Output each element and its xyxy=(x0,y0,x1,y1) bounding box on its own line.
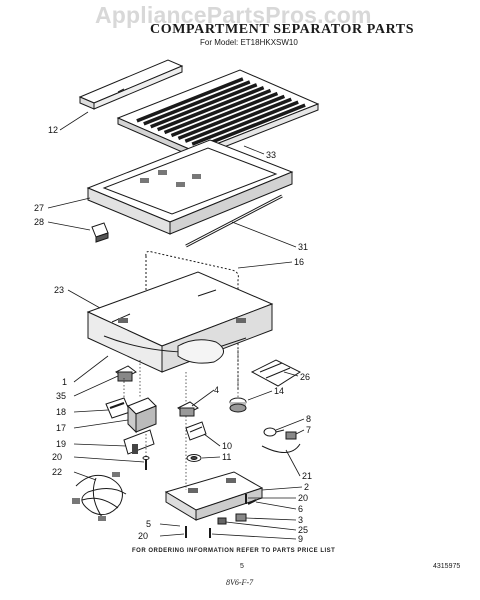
part-22-wire-harness xyxy=(72,472,127,521)
leader-lines xyxy=(47,111,305,540)
callout-1: 1 xyxy=(62,377,67,387)
part-7-socket xyxy=(261,431,301,453)
callout-28: 28 xyxy=(34,217,44,227)
callout-20a: 20 xyxy=(52,452,62,462)
document-number: 4315975 xyxy=(433,563,461,570)
callout-3: 3 xyxy=(298,515,303,525)
part-12-trim-strip xyxy=(78,59,184,110)
part-17-control-housing xyxy=(127,397,157,434)
part-31-rod xyxy=(185,194,283,248)
callout-23: 23 xyxy=(54,285,64,295)
handwritten-code: 8V6-F-7 xyxy=(226,578,254,587)
part-8-bulb xyxy=(263,427,285,437)
part-25-fastener xyxy=(217,517,227,525)
callout-27: 27 xyxy=(34,203,44,213)
callout-5: 5 xyxy=(146,519,151,529)
callout-9: 9 xyxy=(298,534,303,544)
part-14-cup xyxy=(229,397,247,413)
part-6-clip xyxy=(247,499,257,505)
callout-26: 26 xyxy=(300,372,310,382)
callout-2: 2 xyxy=(304,482,309,492)
grille-bar xyxy=(184,97,292,143)
callout-12: 12 xyxy=(48,125,58,135)
callout-14: 14 xyxy=(274,386,284,396)
callout-22: 22 xyxy=(52,467,62,477)
callout-35: 35 xyxy=(56,391,66,401)
part-23-separator-housing xyxy=(86,271,274,373)
part-35-knob xyxy=(115,365,137,382)
callout-8: 8 xyxy=(306,414,311,424)
part-18-switch xyxy=(105,397,131,419)
part-27-separator-frame xyxy=(86,139,294,235)
callout-19: 19 xyxy=(56,439,66,449)
grille-bar xyxy=(191,100,299,146)
callout-33: 33 xyxy=(266,150,276,160)
grille-bar xyxy=(177,94,286,140)
part-3-fitting xyxy=(235,513,247,522)
callout-10: 10 xyxy=(222,441,232,451)
grille-bar xyxy=(163,88,272,135)
grille-bar xyxy=(143,80,251,126)
part-19-bracket xyxy=(123,429,155,455)
assembly-guide-lines xyxy=(123,350,239,490)
callout-21: 21 xyxy=(302,471,312,481)
callout-18: 18 xyxy=(56,407,66,417)
model-subtitle: For Model: ET18HKXSW10 xyxy=(200,38,298,47)
watermark: AppliancePartsPros.com xyxy=(95,2,372,28)
grille-bar xyxy=(136,77,244,123)
callout-4: 4 xyxy=(214,385,219,395)
part-20-screw-left xyxy=(142,456,150,470)
callout-16: 16 xyxy=(294,257,304,267)
callout-31: 31 xyxy=(298,242,308,252)
grille-bar xyxy=(156,86,265,132)
callout-11: 11 xyxy=(222,452,231,462)
grille-bar xyxy=(150,83,258,129)
grille-bar xyxy=(198,103,306,149)
part-28-block xyxy=(91,222,109,243)
part-2-base-plate xyxy=(164,471,264,521)
callout-17: 17 xyxy=(56,423,66,433)
callout-20c: 20 xyxy=(138,531,148,541)
page-number: 5 xyxy=(240,563,244,570)
part-10-damper xyxy=(185,421,207,441)
diagram-title: COMPARTMENT SEPARATOR PARTS xyxy=(150,22,415,37)
part-26-foam-pad xyxy=(250,359,302,387)
ordering-note: FOR ORDERING INFORMATION REFER TO PARTS … xyxy=(132,548,336,554)
part-11-grommet xyxy=(186,454,202,462)
callout-6: 6 xyxy=(298,504,303,514)
callout-20b: 20 xyxy=(298,493,308,503)
grille-bar xyxy=(170,91,279,138)
callout-25: 25 xyxy=(298,525,308,535)
callout-7: 7 xyxy=(306,425,311,435)
